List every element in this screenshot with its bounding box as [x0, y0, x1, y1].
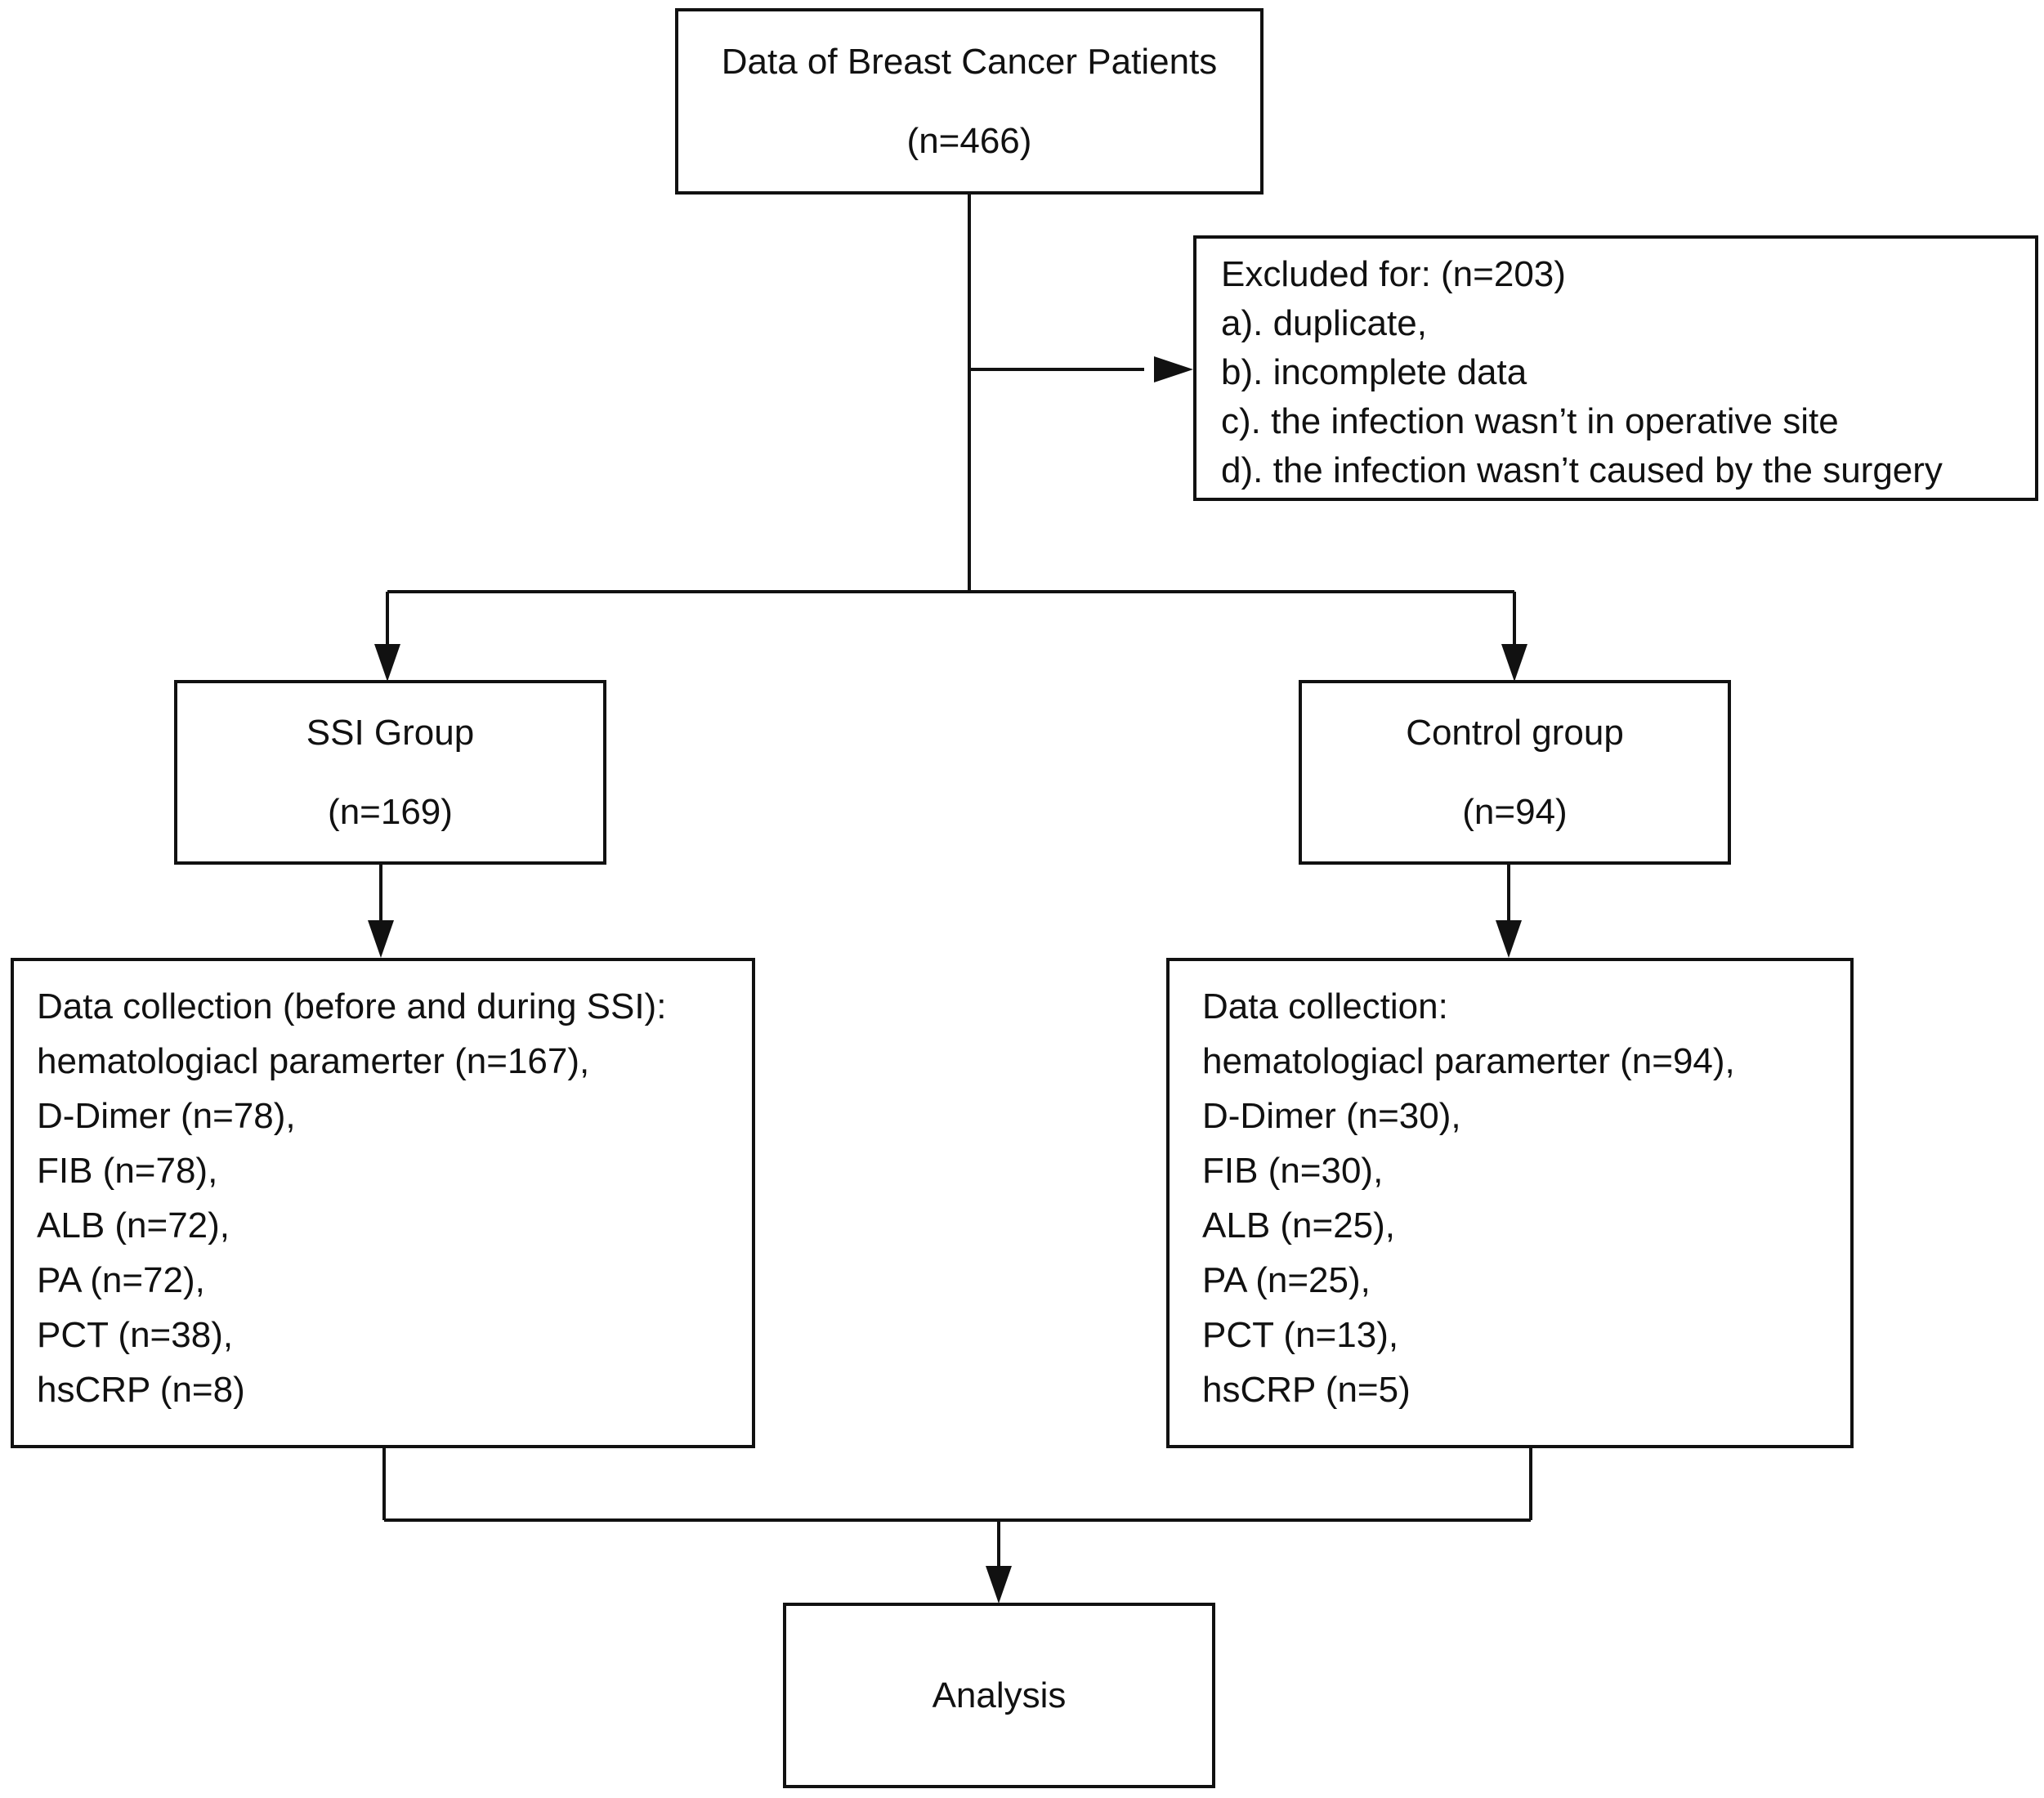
- control-collection-box: Data collection: hematologiacl paramerte…: [1166, 958, 1854, 1448]
- excluded-line: b). incomplete data: [1221, 352, 1527, 392]
- ssi-group-count: (n=169): [328, 792, 453, 832]
- ssi-collection-line: hsCRP (n=8): [37, 1370, 245, 1410]
- ssi-collection-line: D-Dimer (n=78),: [37, 1096, 296, 1136]
- patients-count: (n=466): [906, 121, 1032, 161]
- excluded-line: a). duplicate,: [1221, 303, 1427, 343]
- ssi-group-title: SSI Group: [306, 712, 475, 753]
- control-collection-line: Data collection:: [1202, 986, 1448, 1026]
- ssi-collection-line: hematologiacl paramerter (n=167),: [37, 1041, 590, 1081]
- control-group-title: Control group: [1406, 712, 1624, 753]
- patients-box: Data of Breast Cancer Patients (n=466): [675, 8, 1264, 195]
- analysis-box: Analysis: [783, 1603, 1215, 1788]
- ssi-collection-line: Data collection (before and during SSI):: [37, 986, 667, 1026]
- control-group-box: Control group (n=94): [1299, 680, 1731, 865]
- control-collection-line: hsCRP (n=5): [1202, 1370, 1411, 1410]
- control-collection-line: hematologiacl paramerter (n=94),: [1202, 1041, 1735, 1081]
- arrowhead-to-ssi-group: [374, 644, 400, 682]
- arrowhead-to-excluded: [1154, 356, 1193, 382]
- ssi-collection-line: PA (n=72),: [37, 1260, 205, 1300]
- analysis-title: Analysis: [932, 1675, 1067, 1715]
- ssi-group-box: SSI Group (n=169): [174, 680, 606, 865]
- control-collection-line: PCT (n=13),: [1202, 1315, 1399, 1355]
- arrowhead-ssi-collection: [368, 920, 394, 958]
- patients-title: Data of Breast Cancer Patients: [721, 41, 1218, 82]
- arrowhead-control-collection: [1496, 920, 1522, 958]
- control-collection-line: FIB (n=30),: [1202, 1151, 1384, 1191]
- excluded-line: c). the infection wasn’t in operative si…: [1221, 401, 1839, 441]
- ssi-collection-line: PCT (n=38),: [37, 1315, 234, 1355]
- control-group-count: (n=94): [1462, 792, 1568, 832]
- control-collection-line: PA (n=25),: [1202, 1260, 1371, 1300]
- control-collection-line: D-Dimer (n=30),: [1202, 1096, 1461, 1136]
- excluded-line: Excluded for: (n=203): [1221, 254, 1566, 294]
- control-collection-line: ALB (n=25),: [1202, 1205, 1396, 1246]
- ssi-collection-box: Data collection (before and during SSI):…: [11, 958, 755, 1448]
- arrowhead-to-analysis: [986, 1566, 1012, 1603]
- ssi-collection-line: ALB (n=72),: [37, 1205, 230, 1246]
- arrowhead-to-control-group: [1501, 644, 1527, 682]
- excluded-box: Excluded for: (n=203) a). duplicate, b).…: [1193, 235, 2038, 501]
- ssi-collection-line: FIB (n=78),: [37, 1151, 218, 1191]
- excluded-line: d). the infection wasn’t caused by the s…: [1221, 450, 1943, 490]
